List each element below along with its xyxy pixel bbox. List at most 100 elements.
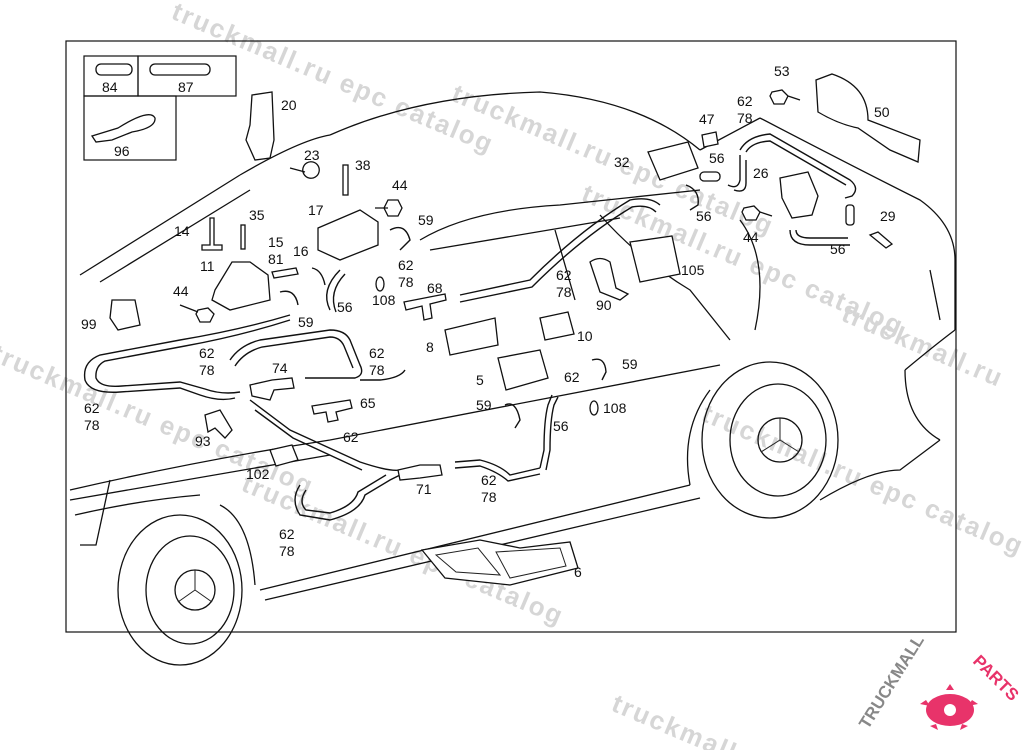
oring-108b bbox=[589, 400, 599, 416]
part-label: 56 bbox=[830, 241, 846, 257]
part-label: 62 bbox=[481, 472, 497, 488]
part-label: 62 bbox=[84, 400, 100, 416]
part-label: 26 bbox=[753, 165, 769, 181]
part-label: 32 bbox=[614, 154, 630, 170]
part-label: 59 bbox=[418, 212, 434, 228]
part-label: 108 bbox=[603, 400, 627, 416]
part-label: 20 bbox=[281, 97, 297, 113]
hose-59c bbox=[504, 403, 521, 429]
rear-wheel bbox=[701, 361, 839, 519]
hose-elbow-59 bbox=[389, 226, 411, 251]
logo-text-parts: PARTS bbox=[969, 651, 1022, 704]
part-label: 62 bbox=[564, 369, 580, 385]
part-label: 78 bbox=[398, 274, 414, 290]
part-label: 44 bbox=[743, 229, 759, 245]
tee-68 bbox=[403, 293, 447, 321]
part-label: 90 bbox=[596, 297, 612, 313]
bolt-44b bbox=[179, 304, 215, 323]
part-label: 56 bbox=[696, 208, 712, 224]
trim-50 bbox=[815, 73, 921, 163]
part-label: 56 bbox=[553, 418, 569, 434]
vacuum-hose-lines bbox=[83, 133, 857, 521]
part-label: 38 bbox=[355, 157, 371, 173]
part-label: 62 bbox=[199, 345, 215, 361]
part-label: 62 bbox=[279, 526, 295, 542]
clip-14 bbox=[201, 217, 223, 251]
valve-26 bbox=[779, 171, 819, 219]
part-label: 35 bbox=[249, 207, 265, 223]
part-label: 105 bbox=[681, 262, 705, 278]
actuator-17 bbox=[317, 209, 379, 261]
logo-text-truckmall: TRUCKMALL bbox=[855, 632, 928, 733]
part-label: 44 bbox=[173, 283, 189, 299]
truckmall-logo: TRUCKMALL PARTS bbox=[855, 632, 1022, 733]
floor-mat-6-inner bbox=[434, 547, 567, 579]
module-5 bbox=[497, 349, 549, 391]
part-labels: 20 23 38 44 17 59 35 14 15 81 16 11 62 7… bbox=[81, 63, 896, 580]
part-label: 81 bbox=[268, 251, 284, 267]
part-label: 78 bbox=[737, 110, 753, 126]
part-label: 59 bbox=[298, 314, 314, 330]
bracket-20 bbox=[245, 91, 275, 161]
part-label: 78 bbox=[556, 284, 572, 300]
grommet-105 bbox=[629, 235, 681, 283]
valve-11 bbox=[211, 261, 271, 311]
part-label: 56 bbox=[337, 299, 353, 315]
pin-35 bbox=[240, 224, 246, 250]
part-label: 29 bbox=[880, 208, 896, 224]
part-label: 65 bbox=[360, 395, 376, 411]
part-label: 44 bbox=[392, 177, 408, 193]
part-label: 59 bbox=[622, 356, 638, 372]
part-label: 47 bbox=[699, 111, 715, 127]
tee-65 bbox=[311, 399, 353, 423]
hose-59d bbox=[591, 358, 607, 381]
part-label: 62 bbox=[343, 429, 359, 445]
part-label: 8 bbox=[426, 339, 434, 355]
part-label: 71 bbox=[416, 481, 432, 497]
part-label: 78 bbox=[84, 417, 100, 433]
part-label: 93 bbox=[195, 433, 211, 449]
sensor-47 bbox=[701, 131, 719, 148]
part-label: 62 bbox=[737, 93, 753, 109]
check-valve-71 bbox=[397, 464, 443, 481]
connector-15 bbox=[271, 267, 299, 279]
cable-tie-icon bbox=[90, 114, 156, 143]
oring-108 bbox=[375, 276, 385, 292]
pump-32 bbox=[647, 141, 699, 181]
connector-74 bbox=[249, 377, 295, 401]
front-wheel bbox=[117, 514, 243, 666]
part-label: 56 bbox=[709, 150, 725, 166]
legend-label: 87 bbox=[178, 79, 194, 95]
legend-label: 84 bbox=[102, 79, 118, 95]
hose-56d bbox=[699, 171, 721, 182]
bolt-53 bbox=[769, 89, 801, 105]
legend-boxes: 84 87 96 bbox=[83, 55, 237, 161]
hose-16 bbox=[311, 267, 326, 286]
part-label: 15 bbox=[268, 234, 284, 250]
part-label: 102 bbox=[246, 466, 270, 482]
diagram-frame bbox=[65, 40, 957, 633]
bracket-99 bbox=[109, 299, 141, 331]
part-label: 78 bbox=[279, 543, 295, 559]
part-label: 108 bbox=[372, 292, 396, 308]
strap-90 bbox=[589, 257, 630, 301]
screw-23 bbox=[289, 161, 320, 179]
part-label: 53 bbox=[774, 63, 790, 79]
part-label: 23 bbox=[304, 147, 320, 163]
part-label: 62 bbox=[556, 267, 572, 283]
part-label: 5 bbox=[476, 372, 484, 388]
part-label: 10 bbox=[577, 328, 593, 344]
part-label: 14 bbox=[174, 223, 190, 239]
legend-label: 96 bbox=[114, 143, 130, 159]
clip-93 bbox=[204, 409, 233, 439]
part-label: 99 bbox=[81, 316, 97, 332]
part-label: 78 bbox=[199, 362, 215, 378]
part-label: 78 bbox=[481, 489, 497, 505]
part-label: 74 bbox=[272, 360, 288, 376]
switch-10 bbox=[539, 311, 575, 341]
connector-29 bbox=[868, 231, 894, 249]
clip-102 bbox=[269, 444, 299, 467]
pin-38 bbox=[342, 164, 349, 196]
bolt-44 bbox=[375, 199, 403, 217]
